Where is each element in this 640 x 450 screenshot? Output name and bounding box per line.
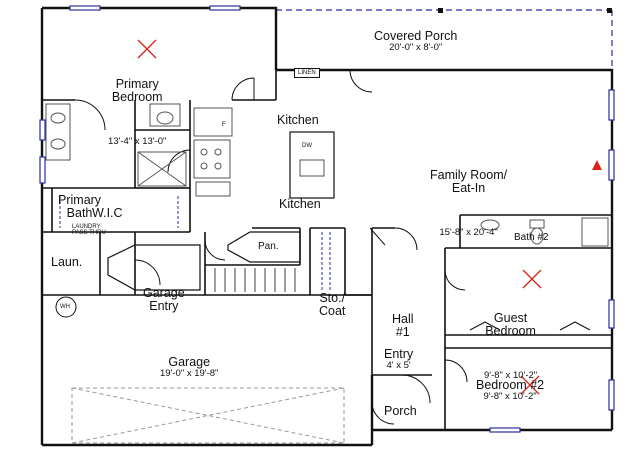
laundry-label: Laun. bbox=[51, 255, 83, 269]
pantry-arrow bbox=[227, 231, 301, 263]
garage-entry-arrow bbox=[107, 244, 201, 291]
bedroom2-name: Bedroom #2 bbox=[476, 378, 545, 392]
guest-bedroom-label: Guest Bedroom 9'-8" x 10'-2" bbox=[484, 278, 537, 398]
hall-name: Hall #1 bbox=[392, 311, 414, 339]
family-room-name: Family Room/ Eat-In bbox=[430, 167, 508, 195]
covered-porch-dims: 20'-0" x 8'-0" bbox=[389, 42, 443, 54]
entry-name: Entry bbox=[384, 347, 414, 361]
primary-bedroom-dims: 13'-4" x 13'-0" bbox=[108, 136, 167, 148]
storage-coat-label: Sto./ Coat bbox=[319, 258, 345, 335]
hall-label: Hall #1 bbox=[392, 279, 414, 356]
kitchen-bottom-label: Kitchen bbox=[279, 197, 321, 211]
bedroom2-dims: 9'-8" x 10'-2" bbox=[483, 391, 537, 403]
bedroom2-label: Bedroom #2 9'-8" x 10'-2" bbox=[476, 378, 545, 403]
covered-porch-outline bbox=[276, 9, 613, 70]
ref-label: F bbox=[222, 122, 226, 128]
water-heater-icon bbox=[55, 296, 77, 318]
smoke-detector-icon bbox=[592, 160, 602, 170]
door-swings bbox=[74, 69, 591, 425]
bath2-fixtures bbox=[480, 217, 609, 247]
kitchen-bottom-name: Kitchen bbox=[279, 197, 321, 211]
red-markers bbox=[137, 39, 542, 395]
porch-name: Porch bbox=[384, 404, 417, 418]
primary-bath-label: Primary Bath bbox=[58, 160, 101, 237]
covered-porch-name: Covered Porch bbox=[374, 29, 458, 43]
stair-steps bbox=[214, 268, 296, 292]
primary-bedroom-label: Primary Bedroom 13'-4" x 13'-0" bbox=[108, 44, 166, 164]
closet-shelves bbox=[59, 196, 331, 292]
entry-dims: 4' x 5' bbox=[386, 360, 411, 372]
water-heater-label: WH bbox=[60, 304, 70, 310]
family-room-dims: 15'-8" x 20'-4" bbox=[439, 227, 498, 239]
wic-name: W.I.C bbox=[92, 206, 123, 220]
primary-bath-fixtures bbox=[45, 103, 187, 187]
kitchen-top-label: Kitchen bbox=[277, 113, 319, 127]
laundry-passthru-label: LAUNDRY PASS THRU bbox=[72, 224, 106, 236]
kitchen-fixtures bbox=[193, 107, 335, 199]
storage-coat-name: Sto./ Coat bbox=[319, 290, 346, 318]
bath2-name: Bath #2 bbox=[514, 232, 549, 243]
garage-label: Garage 19'-0" x 19'-8" bbox=[160, 355, 219, 380]
garage-entry-name: Garage Entry bbox=[143, 285, 185, 313]
family-room-label: Family Room/ Eat-In 15'-8" x 20'-4" bbox=[430, 135, 507, 255]
laundry-name: Laun. bbox=[51, 255, 83, 269]
kitchen-top-name: Kitchen bbox=[277, 113, 319, 127]
garage-door-outline bbox=[71, 387, 345, 444]
garage-name: Garage bbox=[168, 355, 211, 369]
covered-porch-label: Covered Porch 20'-0" x 8'-0" bbox=[374, 29, 458, 54]
primary-bath-name: Primary Bath bbox=[58, 192, 102, 220]
entry-label: Entry 4' x 5' bbox=[384, 347, 414, 372]
linen-label: LINEN bbox=[294, 68, 320, 78]
garage-dims: 19'-0" x 19'-8" bbox=[160, 368, 219, 380]
pantry-label: Pan. bbox=[258, 241, 279, 253]
guest-bedroom-name: Guest Bedroom bbox=[485, 310, 536, 338]
bath2-label: Bath #2 bbox=[514, 232, 549, 244]
porch-label: Porch bbox=[384, 404, 417, 418]
garage-entry-label: Garage Entry bbox=[143, 253, 185, 330]
windows bbox=[39, 5, 615, 433]
primary-bedroom-name: Primary Bedroom bbox=[111, 76, 163, 104]
guest-bedroom-dims: 9'-8" x 10'-2" bbox=[484, 370, 538, 382]
wic-label: W.I.C bbox=[92, 206, 123, 220]
dishwasher-label: DW bbox=[302, 143, 312, 149]
porch-posts bbox=[438, 8, 612, 13]
pantry-name: Pan. bbox=[258, 241, 279, 252]
